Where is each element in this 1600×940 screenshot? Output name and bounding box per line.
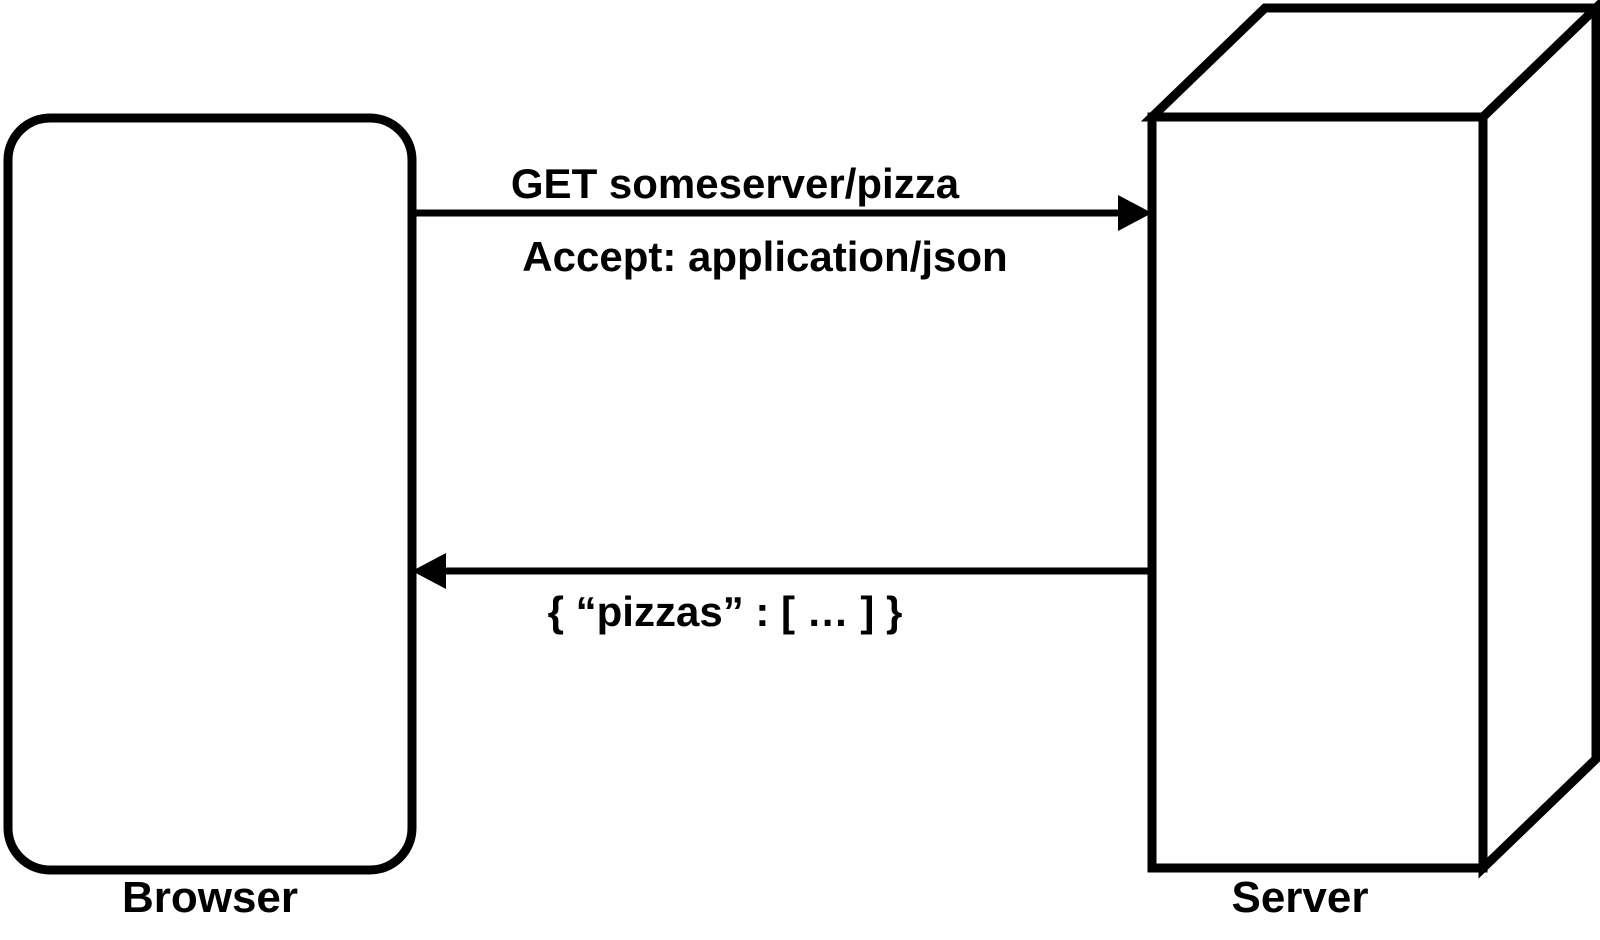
server-label: Server [1231,873,1368,922]
request-label-line-2: Accept: application/json [522,233,1007,280]
server-box-side-face[interactable] [1478,0,1600,879]
node-browser[interactable]: Browser [3,113,417,922]
browser-label: Browser [122,873,298,922]
node-server[interactable]: Server [1140,0,1600,922]
request-label-line-1: GET someserver/pizza [511,160,960,207]
server-box-front-face[interactable] [1147,112,1488,873]
response-arrowhead-icon [412,553,446,589]
request-arrowhead-icon [1118,195,1152,231]
edge-request[interactable]: GET someserver/pizza Accept: application… [412,160,1152,280]
response-label: { “pizzas” : [ … ] } [548,588,903,635]
browser-rounded-rectangle[interactable] [3,113,417,875]
edge-response[interactable]: { “pizzas” : [ … ] } [412,553,1152,635]
